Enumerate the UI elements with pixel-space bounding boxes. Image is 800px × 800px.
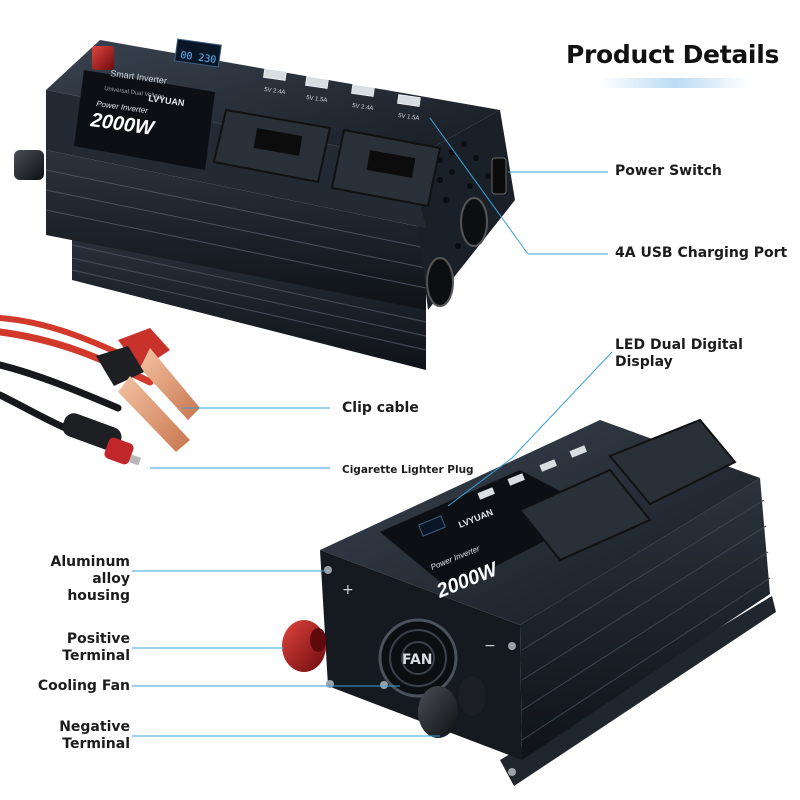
callout-cooling-fan: Cooling Fan xyxy=(37,678,130,694)
cigarette-plug xyxy=(62,413,142,466)
top-negative-terminal xyxy=(14,150,44,180)
callout-led-display: LED Dual Digital Display xyxy=(615,337,743,371)
top-power-switch xyxy=(491,157,507,195)
top-display-readout: 00 230 xyxy=(180,50,217,66)
callout-leader-lines xyxy=(132,117,613,737)
bottom-inverter: LVYUAN Power Inverter 2000W FAN + − xyxy=(282,418,776,786)
callout-positive-terminal-line1: Positive xyxy=(66,631,130,647)
callout-usb-port: 4A USB Charging Port xyxy=(615,245,788,261)
top-usb-ports xyxy=(263,68,421,107)
top-ac-socket-2 xyxy=(330,128,442,208)
callout-negative-terminal-line2: Terminal xyxy=(62,736,130,752)
top-usb-label-4: 5V 1.5A xyxy=(398,113,420,122)
top-inverter-fins xyxy=(71,244,427,351)
callout-aluminum-housing-line1: Aluminum alloy xyxy=(50,554,130,587)
bottom-mount-rail xyxy=(500,596,776,786)
top-label-panel xyxy=(74,70,215,170)
top-inverter: Smart Inverter Universal Dual Voltage LV… xyxy=(14,38,515,370)
top-inverter-top-face xyxy=(46,40,500,160)
bottom-ac-socket-1 xyxy=(518,468,652,562)
red-clip xyxy=(118,328,200,420)
black-cable xyxy=(0,361,122,412)
top-usb-label-1: 5V 2.4A xyxy=(264,87,286,96)
cooling-fan xyxy=(378,618,458,698)
bottom-positive-terminal xyxy=(282,620,326,672)
bottom-screws xyxy=(324,566,516,776)
callout-led-display-line2: Display xyxy=(615,354,673,370)
callout-negative-terminal: Negative Terminal xyxy=(10,719,130,753)
bottom-ac-socket-2 xyxy=(608,418,737,506)
callout-aluminum-housing: Aluminum alloy housing xyxy=(10,554,130,605)
callout-positive-terminal-line2: Terminal xyxy=(62,648,130,664)
minus-mark: − xyxy=(484,638,496,654)
page-title: Product Details xyxy=(566,40,780,69)
callout-clip-cable: Clip cable xyxy=(342,400,419,416)
black-clip xyxy=(96,346,190,452)
callout-aluminum-housing-line2: housing xyxy=(67,588,130,604)
leader-usb-port xyxy=(429,117,608,255)
bottom-inverter-side xyxy=(520,478,770,760)
plus-mark: + xyxy=(342,582,354,598)
top-usb-label-2: 5V 1.5A xyxy=(306,95,328,104)
callout-positive-terminal: Positive Terminal xyxy=(10,631,130,665)
bottom-led-display xyxy=(417,515,447,537)
top-usb-label-3: 5V 2.4A xyxy=(352,103,374,112)
title-underline-glow xyxy=(600,78,750,88)
callout-power-switch: Power Switch xyxy=(615,163,722,179)
top-led-display xyxy=(174,38,222,68)
top-ac-socket-1 xyxy=(212,108,332,184)
fan-label: FAN xyxy=(402,652,433,668)
top-cigarette-socket-2 xyxy=(426,257,454,307)
bottom-usb-ports xyxy=(477,445,587,500)
callout-cigarette-plug: Cigarette Lighter Plug xyxy=(342,464,474,476)
black-cable-2 xyxy=(0,391,74,434)
callout-led-display-line1: LED Dual Digital xyxy=(615,337,743,353)
callout-negative-terminal-line1: Negative xyxy=(59,719,130,735)
leader-led-display xyxy=(447,351,613,507)
top-cigarette-socket-1 xyxy=(460,197,488,247)
top-positive-terminal xyxy=(92,46,114,70)
bottom-negative-terminal xyxy=(418,676,486,738)
